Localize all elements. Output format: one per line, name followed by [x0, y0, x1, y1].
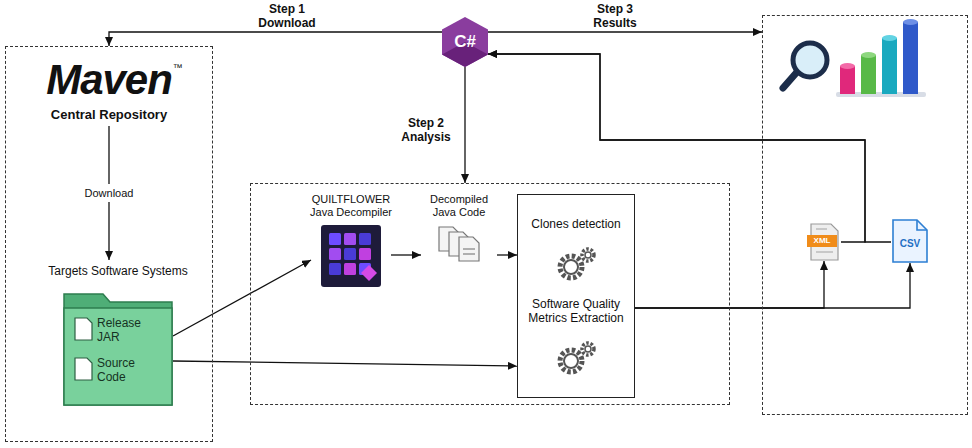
connector-line [109, 32, 442, 46]
edge-label: Step 1 Download [247, 2, 327, 30]
quilt-patch [329, 233, 341, 245]
folder-icon [63, 286, 173, 406]
folder-back [64, 294, 172, 405]
gear-teeth [560, 256, 582, 278]
connector-line [173, 260, 311, 336]
magnifier-handle [783, 72, 797, 88]
gear-ring [585, 252, 591, 258]
file-icon [75, 318, 92, 340]
connector-line [108, 126, 109, 260]
connector-line [391, 254, 421, 255]
icon-ground [321, 225, 381, 287]
file-type: XML [807, 235, 837, 247]
quilt-patch [359, 233, 371, 245]
chart-bar-cap [882, 35, 897, 41]
gear-ring [585, 346, 591, 352]
quilt-diamond [361, 265, 377, 281]
process-label: Clones detection [524, 217, 628, 231]
chart-bar [861, 55, 876, 94]
process-label: Software Quality Metrics Extraction [524, 297, 628, 325]
gear-ring [564, 354, 578, 368]
repository-region: MavenCentral RepositoryTargets Software … [5, 46, 213, 442]
edge-label: Step 2 Analysis [393, 116, 459, 144]
chart-bar-cap [840, 63, 855, 69]
quilt-patch [329, 248, 341, 260]
folder-front [64, 308, 172, 405]
quiltflower-icon [321, 225, 381, 287]
csharp-logo: C# [442, 17, 488, 67]
maven-wordmark: Maven [46, 59, 172, 101]
quilt-patch [344, 263, 356, 275]
gear-icon [554, 246, 598, 282]
csv-file: CSV [891, 219, 929, 263]
edge-label: Download [82, 184, 137, 202]
file-label: Source Code [97, 356, 155, 384]
tool-label: QUILTFLOWER Java Decompiler [301, 193, 401, 219]
doc-line [816, 251, 833, 253]
magnifier-lens [793, 43, 827, 77]
doc-band [807, 235, 837, 247]
results-region: XML CSV [762, 15, 968, 415]
repository-title: Central Repository [21, 107, 197, 122]
doc-fold [917, 220, 927, 230]
gear-ring [564, 260, 578, 274]
target-folder: Targets Software SystemsRelease JARSourc… [63, 286, 173, 406]
chart-bar [840, 66, 855, 94]
file-type: CSV [893, 238, 927, 250]
trademark-sign: ™ [173, 61, 183, 75]
connector-line [488, 31, 762, 32]
quilt-patch [329, 263, 341, 275]
decompiled-code: Decompiled Java Code [421, 193, 497, 263]
doc-shape [893, 220, 927, 262]
doc-line [816, 228, 827, 230]
connector-line [497, 254, 517, 255]
chart-bar [882, 38, 897, 94]
maven-logo: MavenCentral Repository [21, 59, 197, 122]
chart-bar-cap [903, 19, 918, 25]
file-icon [75, 358, 92, 380]
analysis-region: QUILTFLOWER Java Decompiler Decompiled Ja… [250, 183, 730, 405]
file-icon [459, 237, 479, 261]
file-line [463, 253, 475, 255]
java-files-icon [437, 225, 481, 263]
gear-teeth [582, 249, 594, 261]
quilt-patch [344, 233, 356, 245]
file-label: Release JAR [97, 316, 155, 344]
quilt-patch [344, 248, 356, 260]
logo-text: C# [442, 17, 488, 67]
decompiler-tool: QUILTFLOWER Java Decompiler [311, 193, 391, 287]
chart-bar [903, 22, 918, 94]
analysis-box: Clones detectionSoftware Quality Metrics… [517, 194, 635, 398]
file-line [463, 248, 475, 250]
gear-teeth [560, 350, 582, 372]
connector-line [464, 67, 465, 183]
chart-bar-cap [861, 52, 876, 58]
hexagon-shape [442, 17, 488, 67]
code-label: Decompiled Java Code [421, 193, 497, 219]
folder-heading: Targets Software Systems [23, 264, 213, 278]
xml-file: XML [807, 223, 841, 261]
quilt-patch [359, 248, 371, 260]
gear-icon [554, 340, 598, 376]
connector-line [173, 361, 517, 366]
edge-label: Step 3 Results [575, 2, 655, 30]
chart-icon [783, 19, 926, 97]
connector-line [635, 263, 910, 308]
gear-teeth [582, 343, 594, 355]
